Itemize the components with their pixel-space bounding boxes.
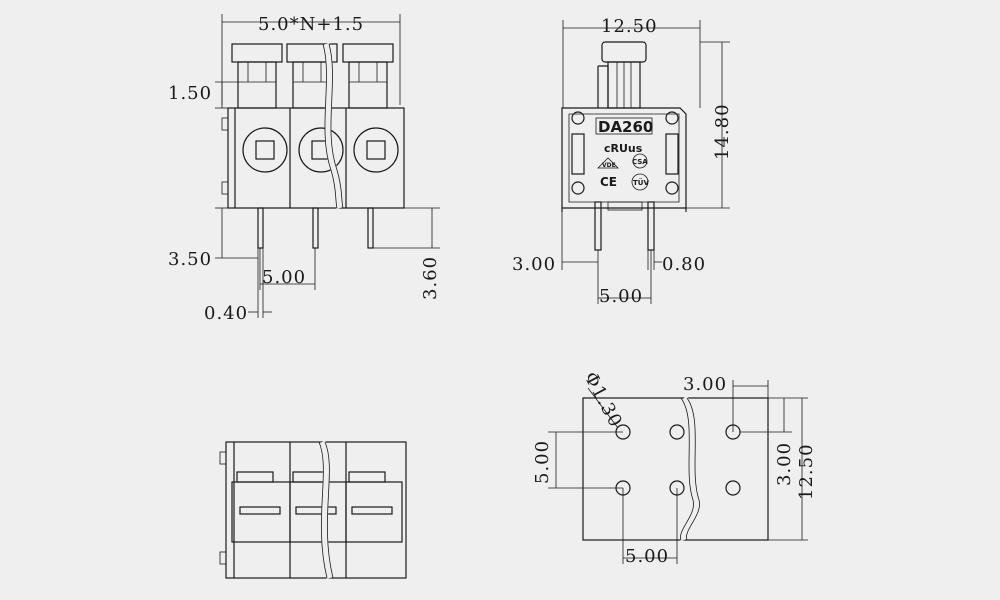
side-view: 12.50 DA260 cRUus CSA VDE CE TÜV [512, 16, 733, 307]
vde-mark: VDE [602, 162, 616, 169]
pcb-layout-view: Φ1.30 3.00 3.00 12.50 5.00 5.00 [532, 368, 817, 567]
top-view [219, 440, 407, 579]
pin-offset-label: 3.00 [512, 254, 556, 275]
pin-width-label: 0.40 [204, 303, 248, 324]
part-marking: DA260 [598, 118, 653, 136]
front-view: 5.0*N+1.5 [168, 14, 441, 324]
row-spacing-left-label: 5.00 [532, 440, 553, 484]
hole-diameter-label: Φ1.30 [580, 368, 627, 431]
pin-thickness-label: 0.80 [662, 254, 706, 275]
pcb-depth-label: 12.50 [796, 443, 817, 500]
pin-below-body-label: 3.60 [420, 256, 441, 300]
front-pitch-label: 5.00 [262, 267, 306, 288]
lever-height-label: 1.50 [168, 83, 212, 104]
ul-mark: cRUus [604, 142, 643, 155]
row-spacing-right-label: 3.00 [774, 442, 795, 486]
side-height-label: 14.80 [712, 103, 733, 160]
width-formula-label: 5.0*N+1.5 [258, 14, 364, 35]
hole-offset-label: 3.00 [683, 374, 727, 395]
csa-mark: CSA [632, 158, 648, 166]
pin-length-label: 3.50 [168, 249, 212, 270]
tuv-mark: TÜV [633, 178, 649, 187]
ce-mark: CE [600, 175, 617, 189]
side-pin-spacing-label: 5.00 [599, 286, 643, 307]
pcb-pitch-label: 5.00 [625, 546, 669, 567]
side-depth-label: 12.50 [601, 16, 658, 37]
